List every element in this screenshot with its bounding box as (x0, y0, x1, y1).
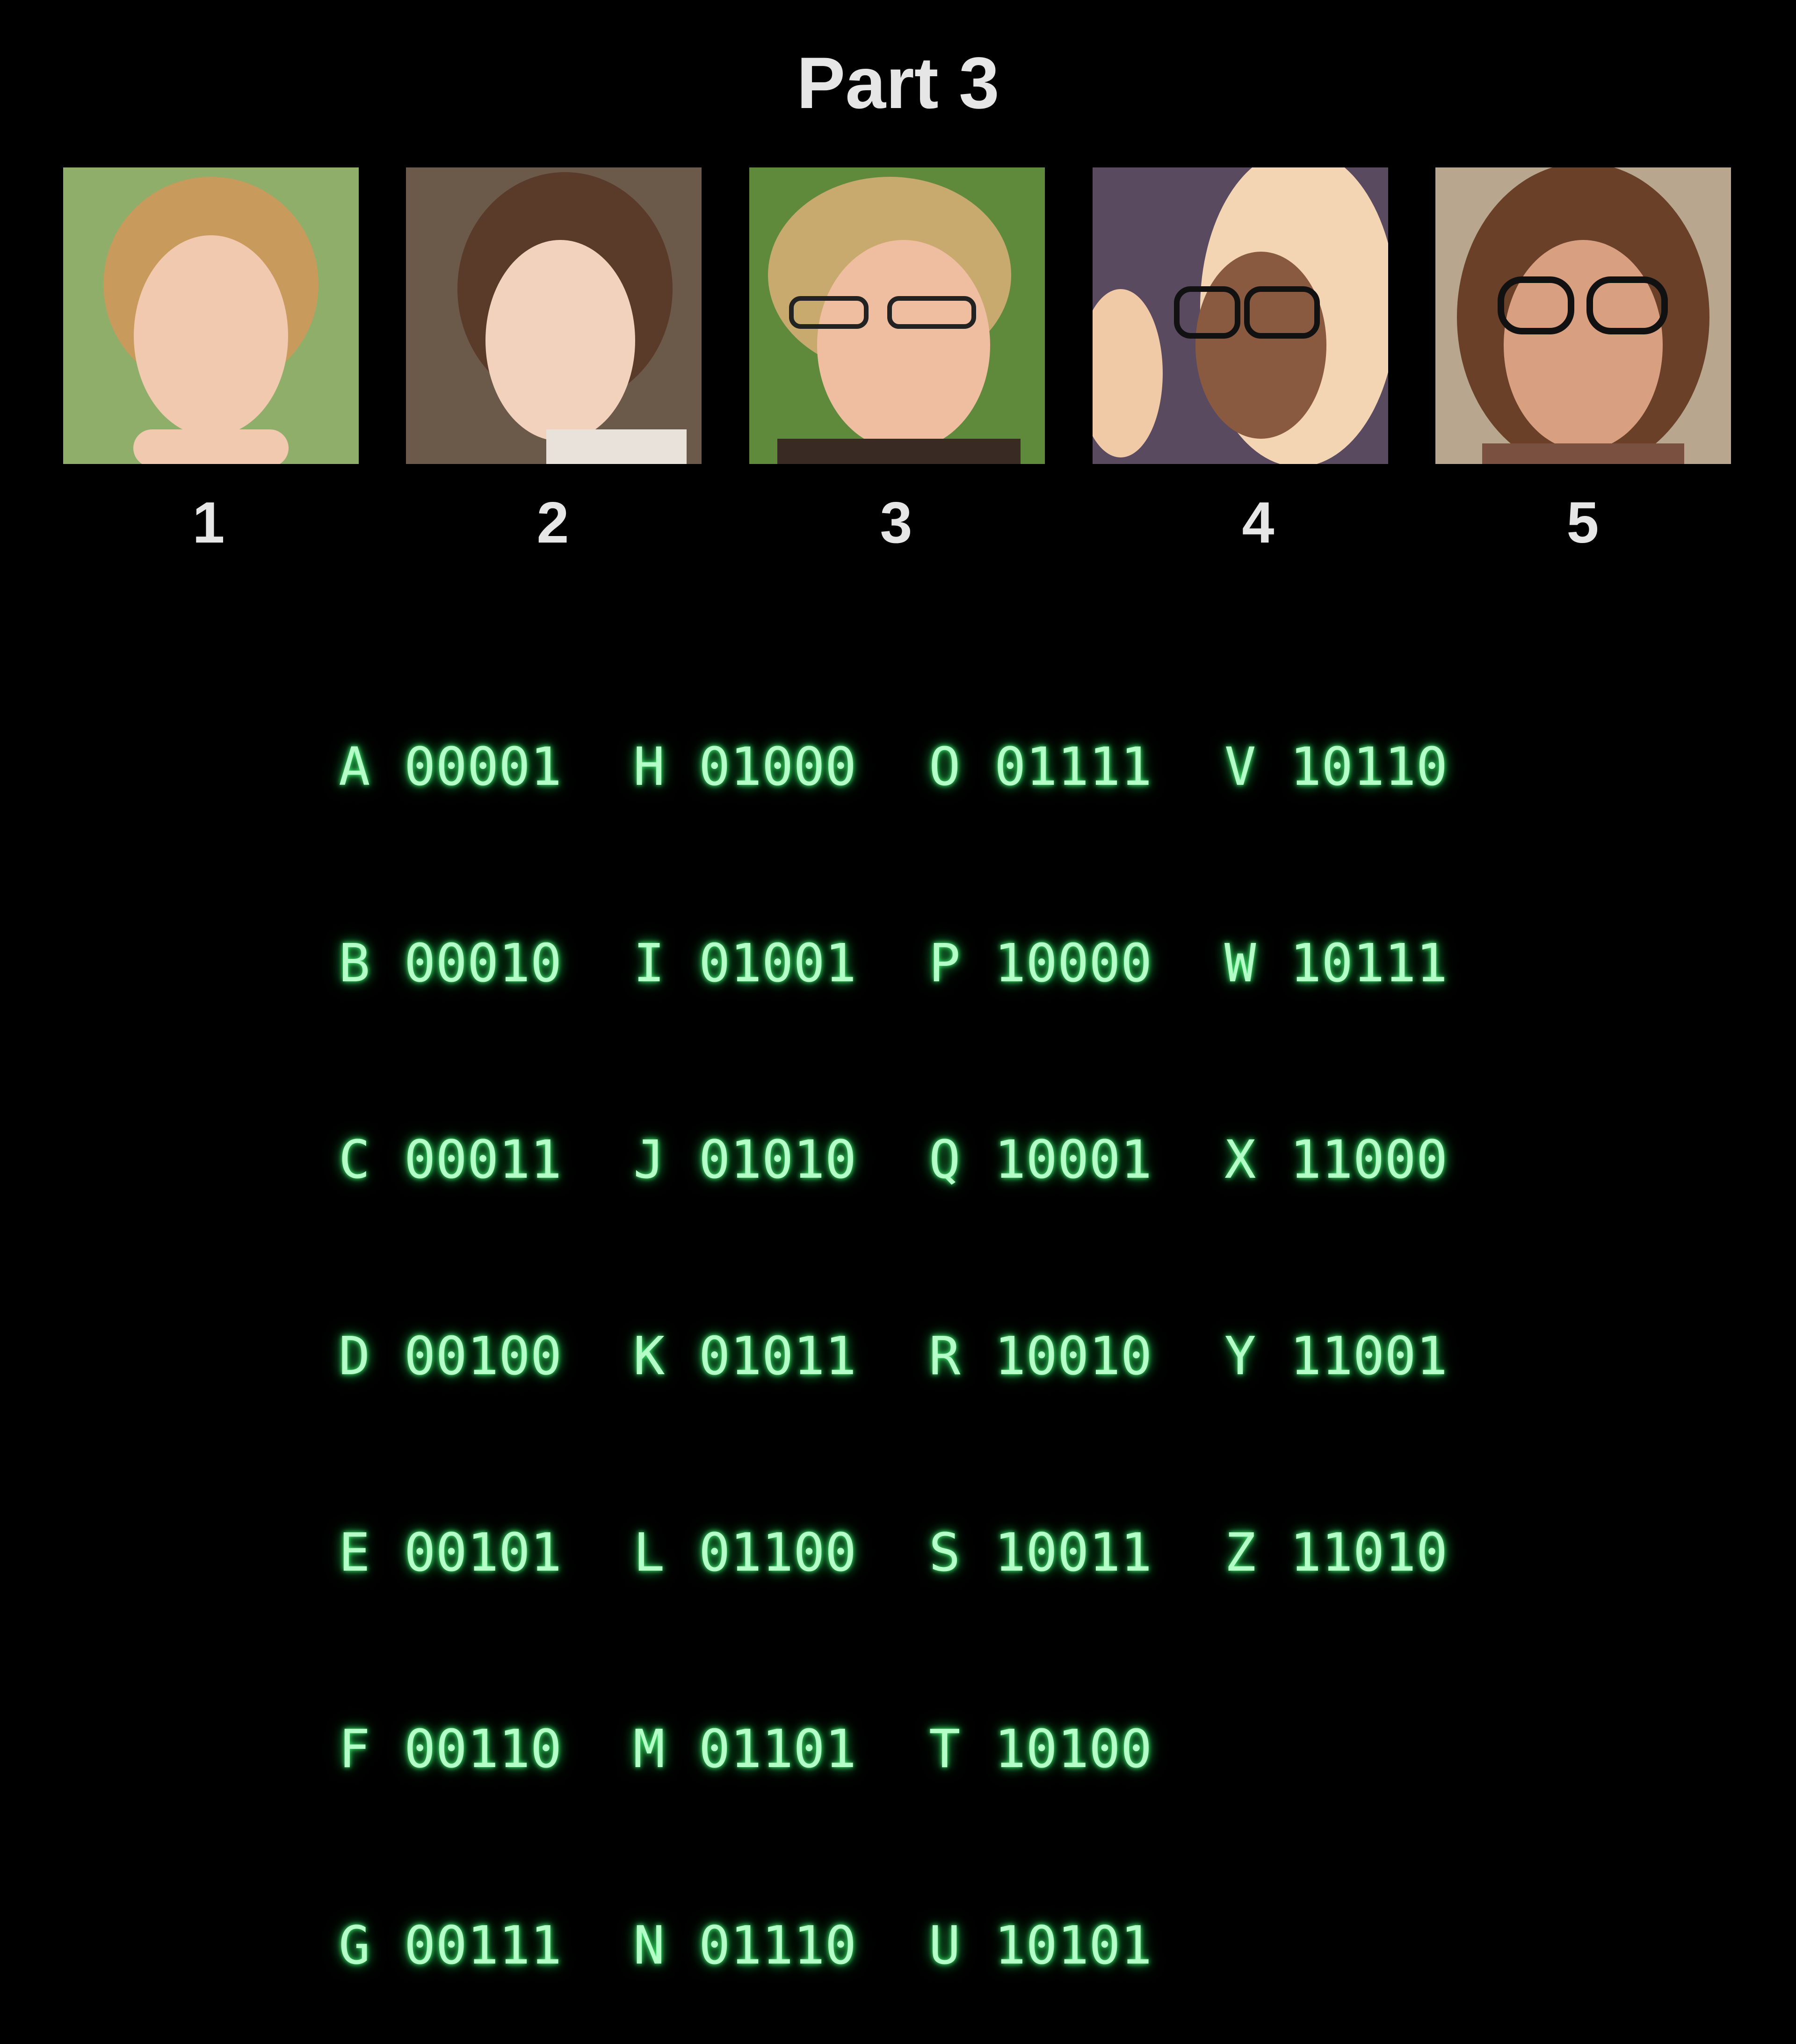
code-letter: K (633, 1326, 665, 1387)
code-column-1: A 00001 B 00010 C 00011 D 00100 E 00101 F 0011… (339, 603, 562, 2044)
code-row-w: W 10111 (1224, 931, 1448, 996)
code-value: 01000 (699, 737, 857, 797)
code-row-m: M 01101 (633, 1717, 856, 1782)
code-value: 01010 (699, 1130, 857, 1190)
code-letter: L (633, 1522, 665, 1583)
code-value: 11010 (1290, 1522, 1448, 1583)
code-row-i: I 01001 (633, 931, 856, 996)
code-letter: F (339, 1719, 370, 1780)
code-value: 10100 (994, 1719, 1152, 1780)
page-title: Part 3 (797, 43, 999, 124)
code-letter: Z (1224, 1522, 1256, 1583)
face-photo-5 (1435, 167, 1731, 464)
code-row-k: K 01011 (633, 1324, 856, 1389)
code-column-3: O 01111 P 10000 Q 10001 R 10010 S 10011 T 1010… (929, 603, 1152, 2044)
face-photo-3 (749, 167, 1045, 464)
code-value: 00011 (404, 1130, 562, 1190)
face-number-1: 1 (192, 491, 225, 555)
code-row-r: R 10010 (929, 1324, 1152, 1389)
code-row-a: A 00001 (339, 734, 562, 800)
code-value: 10110 (1290, 737, 1448, 797)
code-row-o: O 01111 (929, 734, 1152, 800)
code-letter: T (929, 1719, 961, 1780)
code-letter: U (929, 1915, 961, 1976)
code-letter: M (633, 1719, 665, 1780)
code-row-z: Z 11010 (1224, 1520, 1448, 1586)
code-row-v: V 10110 (1224, 734, 1448, 800)
code-row-d: D 00100 (339, 1324, 562, 1389)
code-letter: J (633, 1130, 665, 1190)
code-row-b: B 00010 (339, 931, 562, 996)
code-row-j: J 01010 (633, 1127, 856, 1193)
code-row-t: T 10100 (929, 1717, 1152, 1782)
code-letter: P (929, 933, 961, 994)
code-value: 11001 (1290, 1326, 1448, 1387)
code-letter: G (339, 1915, 370, 1976)
code-letter: O (929, 737, 961, 797)
code-letter: Y (1224, 1326, 1256, 1387)
code-letter: S (929, 1522, 961, 1583)
code-row-p: P 10000 (929, 931, 1152, 996)
code-letter: W (1224, 933, 1256, 994)
code-letter: D (339, 1326, 370, 1387)
face-image-5 (1435, 167, 1731, 464)
code-row-l: L 01100 (633, 1520, 856, 1586)
code-letter: X (1224, 1130, 1256, 1190)
code-row-q: Q 10001 (929, 1127, 1152, 1193)
face-image-4 (1093, 167, 1388, 464)
code-value: 00100 (404, 1326, 562, 1387)
code-row-u: U 10101 (929, 1913, 1152, 1979)
code-row-x: X 11000 (1224, 1127, 1448, 1193)
code-row-s: S 10011 (929, 1520, 1152, 1586)
code-value: 10010 (994, 1326, 1152, 1387)
code-row-g: G 00111 (339, 1913, 562, 1979)
code-value: 00001 (404, 737, 562, 797)
code-letter: A (339, 737, 370, 797)
code-letter: Q (929, 1130, 961, 1190)
face-image-1 (63, 167, 359, 464)
code-value: 01001 (699, 933, 857, 994)
code-value: 10111 (1290, 933, 1448, 994)
face-number-3: 3 (880, 491, 912, 555)
code-letter: E (339, 1522, 370, 1583)
code-value: 01111 (994, 737, 1152, 797)
code-column-2: H 01000 I 01001 J 01010 K 01011 L 01100 M 0110… (633, 603, 856, 2044)
code-row-n: N 01110 (633, 1913, 856, 1979)
code-value: 00101 (404, 1522, 562, 1583)
code-value: 10011 (994, 1522, 1152, 1583)
code-letter: B (339, 933, 370, 994)
code-value: 01011 (699, 1326, 857, 1387)
face-photo-1 (63, 167, 359, 464)
code-column-4: V 10110 W 10111 X 11000 Y 11001 Z 11010 (1224, 603, 1448, 1651)
code-letter: C (339, 1130, 370, 1190)
code-value: 01110 (699, 1915, 857, 1976)
code-row-f: F 00110 (339, 1717, 562, 1782)
code-row-h: H 01000 (633, 734, 856, 800)
code-row-e: E 00101 (339, 1520, 562, 1586)
code-value: 10001 (994, 1130, 1152, 1190)
face-photo-2 (406, 167, 702, 464)
code-letter: H (633, 737, 665, 797)
face-image-2 (406, 167, 702, 464)
code-letter: R (929, 1326, 961, 1387)
code-value: 10101 (994, 1915, 1152, 1976)
face-number-5: 5 (1566, 491, 1599, 555)
code-value: 11000 (1290, 1130, 1448, 1190)
code-value: 10000 (994, 933, 1152, 994)
face-photo-4 (1093, 167, 1388, 464)
face-number-4: 4 (1242, 491, 1275, 555)
code-value: 01100 (699, 1522, 857, 1583)
code-letter: I (633, 933, 665, 994)
code-letter: V (1224, 737, 1256, 797)
code-row-c: C 00011 (339, 1127, 562, 1193)
face-image-3 (749, 167, 1045, 464)
face-number-2: 2 (536, 491, 569, 555)
code-value: 00110 (404, 1719, 562, 1780)
code-value: 01101 (699, 1719, 857, 1780)
code-letter: N (633, 1915, 665, 1976)
code-row-y: Y 11001 (1224, 1324, 1448, 1389)
code-value: 00010 (404, 933, 562, 994)
code-value: 00111 (404, 1915, 562, 1976)
